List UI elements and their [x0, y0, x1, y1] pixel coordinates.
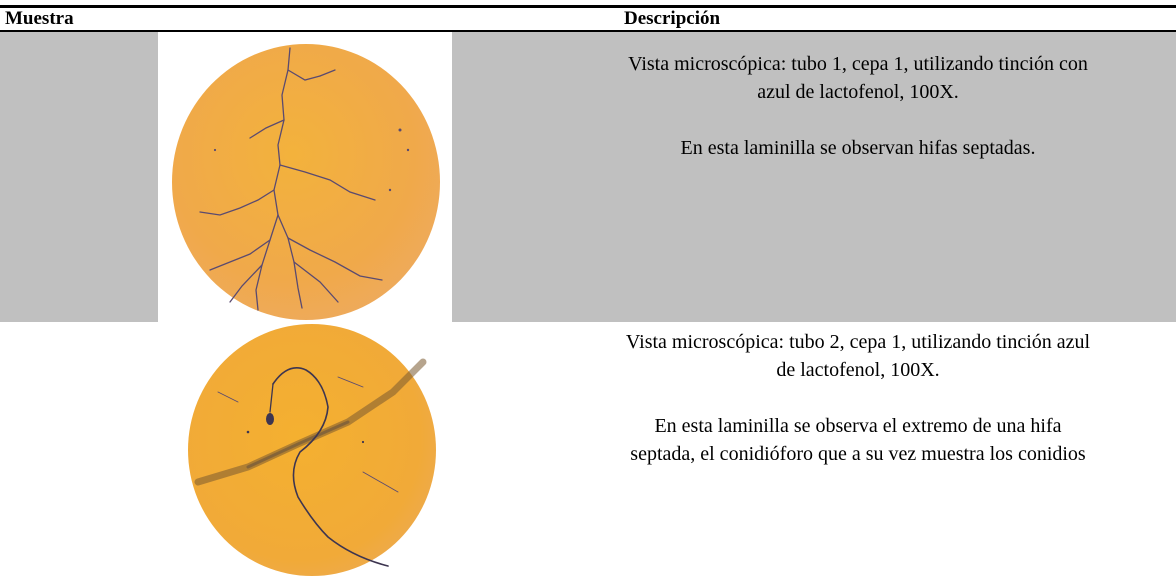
microscope-image-2	[188, 324, 436, 576]
header-rule	[0, 30, 1176, 32]
row1-description: Vista microscópica: tubo 1, cepa 1, util…	[620, 50, 1096, 162]
conidiophore	[194, 358, 427, 567]
row1-observation: En esta laminilla se observan hifas sept…	[680, 137, 1036, 159]
conidia	[246, 413, 365, 444]
row1-shade-right	[452, 32, 1176, 322]
row2-observation: En esta laminilla se observa el extremo …	[630, 415, 1086, 465]
header-descripcion: Descripción	[624, 8, 721, 29]
hyphae-network	[199, 47, 383, 311]
table-top-rule	[0, 5, 1176, 8]
sample-disc-1	[172, 44, 440, 320]
row1-shade-left	[0, 32, 158, 322]
sample-disc-2	[188, 324, 436, 576]
header-muestra: Muestra	[5, 8, 74, 29]
microscope-image-1	[172, 44, 440, 320]
row2-caption: Vista microscópica: tubo 2, cepa 1, util…	[625, 331, 1091, 381]
row1-caption: Vista microscópica: tubo 1, cepa 1, util…	[628, 53, 1088, 103]
hyphae-dots	[213, 128, 410, 192]
row2-description: Vista microscópica: tubo 2, cepa 1, util…	[620, 328, 1096, 468]
